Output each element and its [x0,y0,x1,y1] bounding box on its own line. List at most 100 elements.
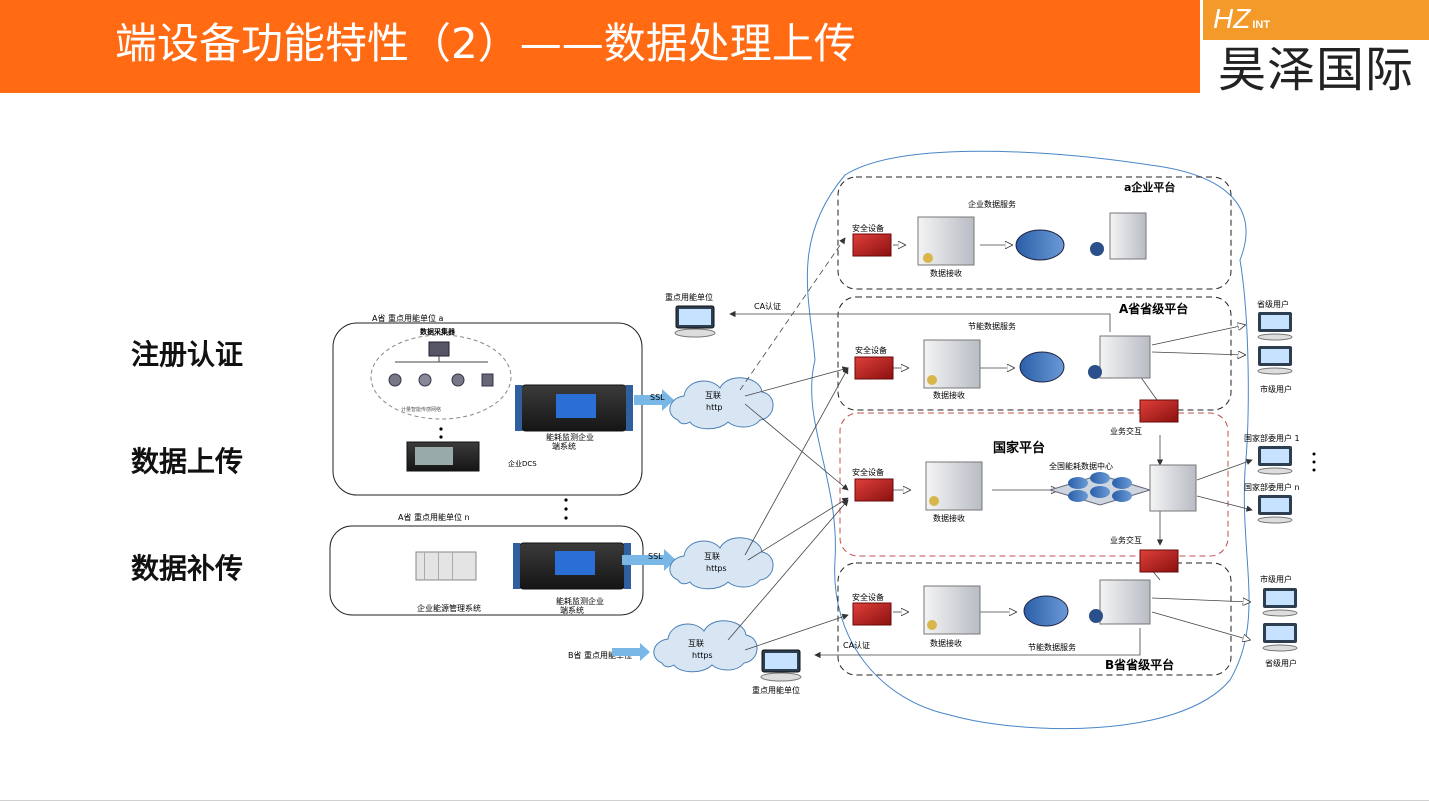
cloud-protocol: http [706,403,722,412]
security-device-label: 安全设备 [855,345,887,355]
key-icon [923,253,933,263]
key-unit-label: 重点用能单位 [752,685,800,695]
computer-icon [1257,495,1293,524]
firewall-icon [852,233,892,257]
firewall-icon [854,356,894,380]
a-platform-frame [837,296,1232,411]
user-icon [1090,242,1104,256]
server-icon [1109,212,1147,260]
data-receive-label: 数据接收 [933,513,965,523]
logo-company-name: 昊泽国际 [1217,42,1414,98]
terminal-label: 端系统 [560,605,584,615]
ministry-user-label: 国家部委用户 1 [1244,433,1300,443]
dcs-label: 企业DCS [508,459,537,468]
data-receive-label: 数据接收 [930,268,962,278]
title-bar [0,0,1200,93]
server-icon [1149,464,1197,512]
database-icon [1015,229,1065,261]
b-platform-label: B省省级平台 [1105,657,1174,672]
upload-arrow [622,549,676,571]
unit-a-box [332,322,643,496]
b-unit-label: B省 重点用能单位 [568,650,632,660]
terminal-label: 能耗监测企业 [556,596,604,606]
city-user-label: 市级用户 [1260,384,1292,394]
feature-reupload: 数据补传 [131,552,244,585]
prov-user-label: 省级用户 [1257,299,1289,309]
unit-n-label: A省 重点用能单位 n [398,512,470,522]
terminal-label: 能耗监测企业 [546,432,594,442]
firewall-icon [1139,399,1179,423]
sensor-group [370,334,512,420]
sensor-icon [418,373,432,387]
logo-suffix: INT [1252,19,1271,31]
computer-icon [1257,346,1293,375]
cloud-protocol: https [706,564,727,573]
national-center-label: 全国能耗数据中心 [1049,461,1113,471]
sensor-icon [481,373,494,387]
enterprise-service-label: 企业数据服务 [968,199,1016,209]
feature-registration: 注册认证 [131,338,244,371]
logo-short: HZ [1213,3,1251,34]
collector-icon [428,341,450,357]
computer-icon [1257,312,1293,341]
footer-divider [0,800,1429,801]
cloud-icon [669,377,774,430]
energy-service-label: 节能数据服务 [1028,642,1076,652]
biz-exchange-label: 业务交互 [1110,535,1142,545]
upload-arrow [634,389,674,411]
key-icon [929,496,939,506]
user-icon [1089,609,1103,623]
ems-label: 企业能源管理系统 [417,603,481,613]
computer-icon [1262,623,1298,652]
key-icon [927,620,937,630]
sensor-group-label: 计量智能传感网络 [401,406,441,413]
feature-upload: 数据上传 [131,445,244,478]
upload-arrow [612,643,650,661]
logo-banner [1203,0,1429,40]
b-platform-frame [837,562,1232,676]
data-receive-label: 数据接收 [930,638,962,648]
a-platform-label: A省省级平台 [1119,301,1188,316]
biz-exchange-label: 业务交互 [1110,426,1142,436]
database-icon [1019,351,1065,383]
security-device-label: 安全设备 [852,223,884,233]
terminal-device-n [513,542,631,590]
collector-label: 数据采集器 [420,327,456,336]
cloud-protocol: https [692,651,713,660]
firewall-icon [852,602,892,626]
enterprise-platform-label: a企业平台 [1124,180,1175,194]
unit-n-box [329,525,644,616]
key-icon [927,375,937,385]
firewall-icon [1139,549,1179,573]
page-title: 端设备功能特性（2）——数据处理上传 [115,19,856,68]
ministry-user-label: 国家部委用户 n [1244,482,1300,492]
national-platform-label: 国家平台 [993,440,1045,456]
firewall-icon [854,478,894,502]
unit-a-label: A省 重点用能单位 a [372,313,444,323]
terminal-label: 端系统 [552,441,576,451]
security-device-label: 安全设备 [852,592,884,602]
user-icon [1088,365,1102,379]
terminal-device-a [515,384,633,432]
key-unit-label: 重点用能单位 [665,292,713,302]
sensor-icon [388,373,402,387]
sensor-icon [451,373,465,387]
energy-service-label: 节能数据服务 [968,321,1016,331]
city-user-label: 市级用户 [1260,574,1292,584]
computer-icon [1257,446,1293,475]
national-platform-frame [839,412,1229,557]
database-cluster-icon [1048,472,1152,506]
cloud-label: 互联 [704,552,720,561]
computer-icon [760,649,802,682]
security-device-label: 安全设备 [852,467,884,477]
cloud-label: 互联 [705,391,721,400]
enterprise-platform-frame [837,176,1232,290]
ssl-label: SSL [648,552,663,561]
ca-auth-label: CA认证 [843,640,870,650]
ems-icon [415,551,477,581]
server-icon [1099,579,1151,625]
data-receive-label: 数据接收 [933,390,965,400]
computer-icon [674,305,716,338]
